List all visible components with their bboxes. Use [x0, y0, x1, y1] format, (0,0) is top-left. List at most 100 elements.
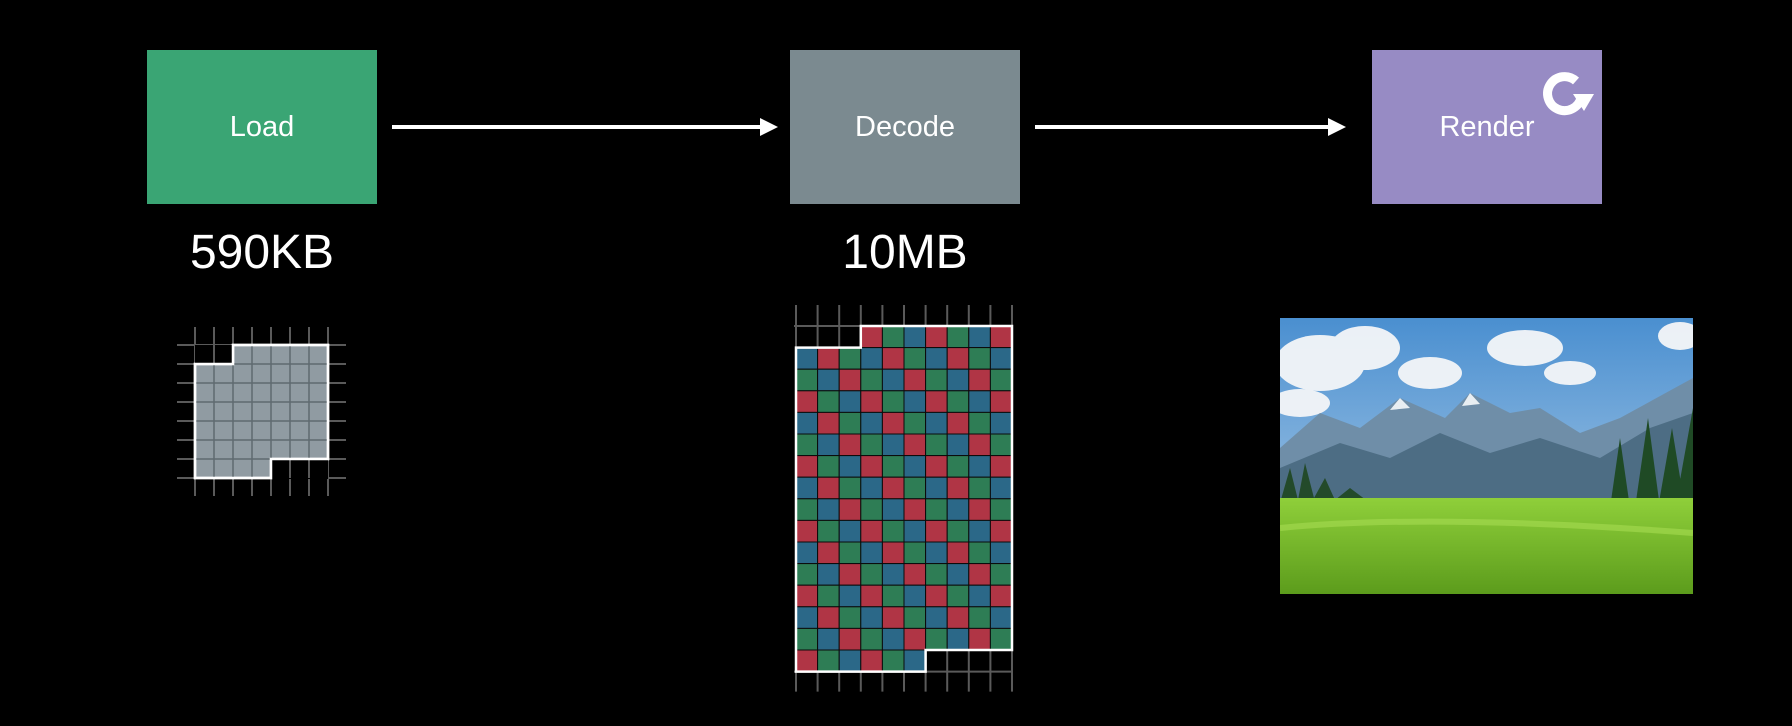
pixel-cell	[817, 368, 840, 392]
pixel-cell	[838, 563, 862, 586]
pixel-cell	[838, 519, 862, 543]
pixel-cell	[860, 519, 883, 543]
pixel-cell	[817, 411, 840, 435]
pixel-cell	[795, 606, 819, 629]
pixel-cell	[838, 390, 862, 413]
pixel-cell	[795, 347, 819, 370]
pixel-cell	[795, 455, 819, 478]
pixel-cell	[795, 433, 819, 457]
pixel-cell	[989, 584, 1013, 608]
pixel-cell	[817, 649, 840, 673]
pixel-cell	[946, 541, 970, 565]
pixel-cell	[968, 368, 991, 392]
pixel-cell	[881, 325, 905, 349]
pixel-cell	[881, 519, 905, 543]
pixel-cell	[968, 455, 991, 478]
pixel-cell	[968, 433, 991, 457]
pixel-cell	[903, 347, 927, 370]
pixel-cell	[903, 498, 927, 521]
pixel-cell	[817, 541, 840, 565]
pixel-cell	[989, 325, 1013, 349]
pixel-cell	[838, 476, 862, 500]
pixel-cell	[860, 347, 883, 370]
pixel-cell	[795, 627, 819, 651]
rendered-landscape-image	[1280, 318, 1693, 594]
pixel-cell	[860, 627, 883, 651]
pixel-cell	[860, 584, 883, 608]
pixel-cell	[925, 606, 948, 629]
pixel-cell	[903, 411, 927, 435]
pixel-cell	[860, 433, 883, 457]
pixel-cell	[817, 390, 840, 413]
pixel-cell	[946, 368, 970, 392]
refresh-icon	[1543, 72, 1594, 116]
pixel-cell	[817, 433, 840, 457]
pixel-cell	[881, 627, 905, 651]
compressed-data-grid	[177, 327, 346, 496]
pixel-cell	[925, 519, 948, 543]
pixel-cell	[946, 584, 970, 608]
pixel-cell	[795, 541, 819, 565]
pixel-cell	[817, 563, 840, 586]
pixel-cell	[925, 498, 948, 521]
pixel-cell	[946, 563, 970, 586]
pixel-cell	[989, 411, 1013, 435]
pixel-cell	[968, 541, 991, 565]
pixel-cell	[968, 519, 991, 543]
pixel-cell	[881, 476, 905, 500]
pixel-cell	[968, 563, 991, 586]
pixel-cell	[925, 347, 948, 370]
pixel-cell	[968, 606, 991, 629]
pixel-cell	[925, 476, 948, 500]
pixel-cell	[989, 519, 1013, 543]
pixel-cell	[946, 325, 970, 349]
decoded-size-label: 10MB	[842, 226, 968, 279]
pixel-cell	[968, 476, 991, 500]
pixel-cell	[881, 584, 905, 608]
pixel-cell	[925, 368, 948, 392]
pixel-cell	[925, 541, 948, 565]
decode-stage-label: Decode	[855, 110, 955, 143]
pixel-cell	[925, 584, 948, 608]
pixel-cell	[838, 455, 862, 478]
pixel-cell	[903, 390, 927, 413]
pixel-cell	[838, 584, 862, 608]
pixel-cell	[881, 498, 905, 521]
pixel-cell	[817, 498, 840, 521]
pixel-cell	[968, 627, 991, 651]
pixel-cell	[968, 325, 991, 349]
decoded-data-outline	[794, 324, 1014, 673]
pixel-cell	[838, 606, 862, 629]
pixel-cell	[903, 368, 927, 392]
pixel-cell	[795, 584, 819, 608]
pixel-cell	[946, 627, 970, 651]
pixel-cell	[860, 390, 883, 413]
pixel-cell	[881, 411, 905, 435]
pixel-cell	[903, 606, 927, 629]
arrow-right-icon	[392, 118, 778, 136]
pixel-cell	[946, 390, 970, 413]
pixel-cell	[860, 476, 883, 500]
pixel-cell	[968, 390, 991, 413]
pixel-cell	[925, 627, 948, 651]
pixel-cell	[989, 541, 1013, 565]
pixel-cell	[946, 606, 970, 629]
compressed-data-outline	[193, 343, 330, 480]
pixel-cell	[838, 541, 862, 565]
pixel-cell	[989, 476, 1013, 500]
pixel-cell	[817, 584, 840, 608]
arrow-right-icon	[1035, 118, 1346, 136]
compressed-size-label: 590KB	[189, 226, 335, 279]
pixel-cell	[860, 541, 883, 565]
pixel-cell	[989, 347, 1013, 370]
pixel-cell	[968, 584, 991, 608]
decode-stage-box: Decode	[790, 50, 1020, 204]
load-stage-label: Load	[229, 110, 295, 143]
pixel-cell	[838, 498, 862, 521]
decoded-pixel-grid	[794, 305, 1014, 692]
pixel-cell	[925, 455, 948, 478]
pixel-cell	[925, 563, 948, 586]
pixel-cell	[946, 347, 970, 370]
pixel-cell	[946, 433, 970, 457]
pixel-cell	[838, 411, 862, 435]
